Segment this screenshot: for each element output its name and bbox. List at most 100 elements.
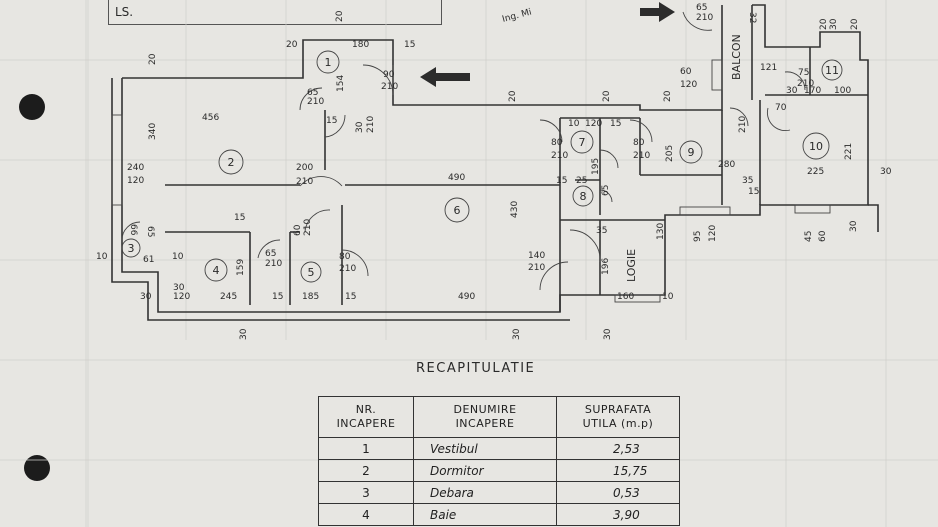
room-number: 4 (213, 264, 220, 277)
dim-text: 65 (696, 3, 707, 13)
room-number: 3 (128, 242, 135, 255)
dim-text: 30 (880, 167, 892, 177)
dim-text: 210 (296, 177, 313, 187)
dim-text: 65 (265, 249, 276, 259)
dim-text: 210 (738, 116, 748, 133)
dim-text: 210 (797, 79, 814, 89)
dim-text: 120 (127, 176, 144, 186)
room-number: 5 (308, 266, 315, 279)
header-nr: NR.INCAPERE (318, 396, 414, 438)
dim-text: 130 (656, 223, 666, 240)
dim-text: 30 (512, 328, 522, 340)
dim-text: 221 (844, 143, 854, 160)
dim-text: 210 (528, 263, 545, 273)
title-block-label: LS. (115, 5, 134, 19)
interior-walls (165, 5, 868, 312)
dim-text: 185 (302, 292, 319, 302)
dim-text: 140 (528, 251, 545, 261)
dim-text: 15 (404, 40, 415, 50)
dim-text: 205 (665, 145, 675, 162)
cell-nr: 4 (318, 503, 414, 526)
dim-text: 65 (601, 185, 611, 196)
cell-area: 3,90 (556, 503, 680, 526)
dim-text: 30 (786, 86, 798, 96)
dim-text: 65 (307, 88, 318, 98)
entry-arrows (420, 2, 675, 87)
windows (111, 59, 831, 303)
dim-text: 20 (508, 90, 518, 102)
balcony-label: BALCON (730, 34, 743, 80)
dim-text: 15 (610, 119, 621, 129)
dim-text: 60 (293, 224, 303, 236)
dim-text: 456 (202, 113, 219, 123)
dim-text: 196 (601, 258, 611, 275)
dim-text: 20 (286, 40, 298, 50)
room-number: 7 (579, 136, 586, 149)
door-swings (121, 11, 806, 291)
dim-text: 120 (680, 80, 697, 90)
dim-text: 20 (819, 18, 829, 30)
room-markers (121, 50, 843, 283)
title-block: LS. (108, 0, 442, 25)
cell-area: 2,53 (556, 437, 680, 460)
dim-text: 80 (339, 252, 351, 262)
dim-text: 200 (296, 163, 313, 173)
dim-text: 30 (849, 220, 859, 232)
dim-text: 490 (458, 292, 475, 302)
dim-text: 20 (663, 90, 673, 102)
dim-text: 210 (366, 116, 376, 133)
dim-text: 340 (148, 123, 158, 140)
dim-text: 210 (265, 259, 282, 269)
dim-text: 20 (148, 53, 158, 65)
cell-name: Debara (413, 481, 557, 504)
dim-text: 170 (804, 86, 821, 96)
dim-text: 15 (272, 292, 283, 302)
dim-text: 15 (326, 116, 337, 126)
dim-text: 80 (633, 138, 645, 148)
table-row: 4 Baie 3,90 (318, 503, 680, 526)
dim-text: 210 (307, 97, 324, 107)
dim-text: 60 (818, 230, 828, 242)
dim-text: 35 (742, 176, 753, 186)
binder-hole-top (19, 94, 45, 120)
dim-text: 210 (381, 82, 398, 92)
dim-text: 30 (239, 328, 249, 340)
dim-text: 430 (510, 201, 520, 218)
cell-name: Vestibul (413, 437, 557, 460)
dim-text: 159 (236, 259, 246, 276)
dim-text: 20 (850, 18, 860, 30)
dim-text: 120 (585, 119, 602, 129)
dim-text: 195 (591, 158, 601, 175)
dim-text: 15 (556, 176, 567, 186)
dim-text: 80 (551, 138, 563, 148)
dim-text: 20 (602, 90, 612, 102)
cell-nr: 1 (318, 437, 414, 460)
cell-area: 0,53 (556, 481, 680, 504)
cell-name: Baie (413, 503, 557, 526)
dim-text: 20 (335, 10, 345, 22)
dim-text: 30 (829, 18, 839, 30)
loggia-label: LOGIE (625, 249, 638, 282)
room-number: 8 (580, 190, 587, 203)
engineer-note: Ing. Mi (501, 7, 533, 24)
dimension-labels: 20 180 15 20 154 90 210 65 210 30 210 15… (96, 3, 892, 340)
room-number: 6 (454, 204, 461, 217)
dim-text: 15 (345, 292, 356, 302)
cell-area: 15,75 (556, 459, 680, 482)
room-number: 10 (809, 140, 823, 153)
dim-text: 180 (352, 40, 369, 50)
dim-text: 75 (798, 68, 809, 78)
cell-name: Dormitor (413, 459, 557, 482)
dim-text: 490 (448, 173, 465, 183)
table-row: 1 Vestibul 2,53 (318, 437, 680, 460)
dim-text: 210 (303, 219, 313, 236)
dim-text: 240 (127, 163, 144, 173)
dim-text: 210 (696, 13, 713, 23)
cell-nr: 3 (318, 481, 414, 504)
dim-text: 120 (173, 292, 190, 302)
recap-title: RECAPITULATIE (416, 361, 536, 376)
